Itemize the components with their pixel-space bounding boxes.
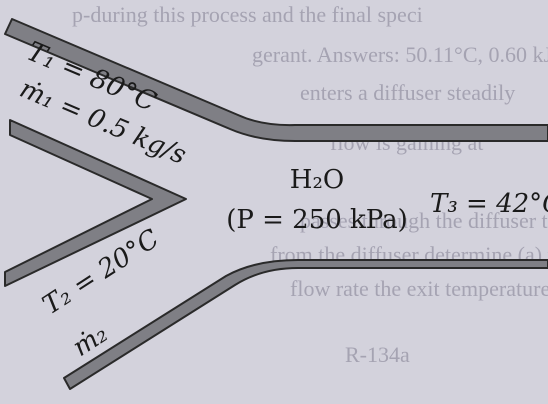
lower-pipe-wall <box>63 259 548 390</box>
bg-text-line-3: enters a diffuser steadily <box>300 80 515 105</box>
bg-text-line-2: gerant. Answers: 50.11°C, 0.60 kJ/kg <box>252 42 548 67</box>
bg-text-line-1: p-during this process and the final spec… <box>72 2 423 27</box>
inlet-divider-wall <box>4 119 187 287</box>
outlet-temperature-label: T₃ = 42°C <box>430 189 548 219</box>
upper-pipe-wall <box>4 18 548 142</box>
bg-text-line-5: passes through the diffuser to the <box>300 208 548 233</box>
pressure-label: (P = 250 kPa) <box>226 205 408 235</box>
fluid-label: H₂O <box>290 165 344 195</box>
bg-text-line-8: R-134a <box>345 342 410 367</box>
bg-text-line-7: flow rate the exit temperature <box>290 276 548 301</box>
